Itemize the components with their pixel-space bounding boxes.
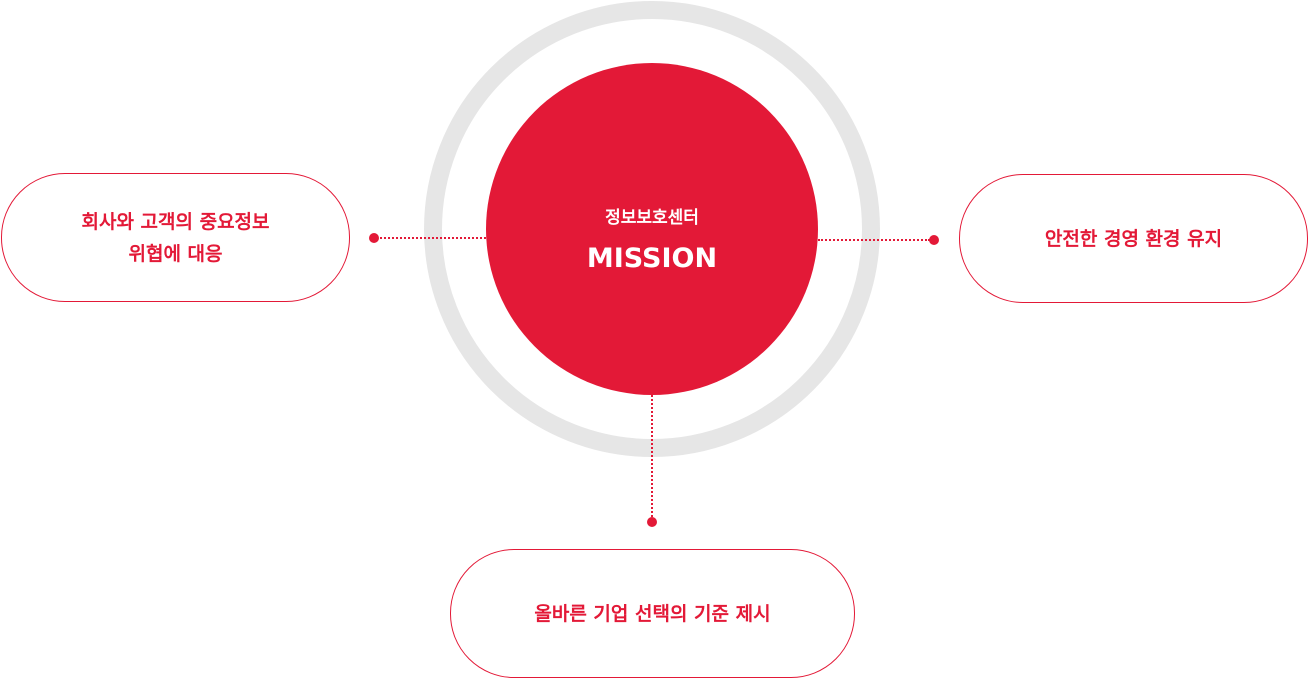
mission-item-right: 안전한 경영 환경 유지 (959, 174, 1308, 303)
mission-left-line2: 위협에 대응 (128, 242, 223, 265)
bottom-connector (651, 395, 653, 517)
mission-left-line1: 회사와 고객의 중요정보 (81, 210, 270, 233)
right-connector (818, 239, 930, 241)
bottom-connector-dot (647, 517, 657, 527)
left-connector-dot (369, 233, 379, 243)
mission-right-text: 안전한 경영 환경 유지 (1044, 227, 1223, 250)
mission-bottom-text: 올바른 기업 선택의 기준 제시 (534, 602, 771, 625)
mission-center-circle: 정보보호센터 MISSION (486, 63, 818, 395)
left-connector (380, 237, 486, 239)
center-subtitle: 정보보호센터 (605, 208, 699, 228)
mission-item-left: 회사와 고객의 중요정보 위협에 대응 (1, 173, 350, 302)
mission-item-bottom: 올바른 기업 선택의 기준 제시 (450, 549, 855, 678)
center-title: MISSION (586, 243, 718, 274)
right-connector-dot (929, 235, 939, 245)
